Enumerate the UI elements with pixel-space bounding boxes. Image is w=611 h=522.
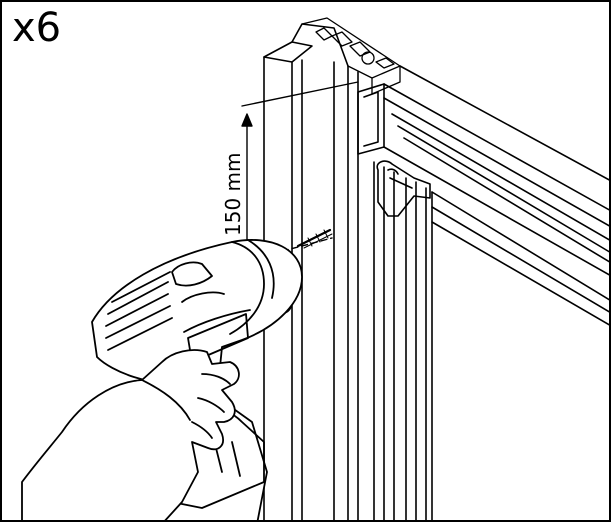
hand-icon: [21, 349, 240, 520]
drill-bit: [296, 228, 333, 249]
profile-end-cap: [301, 17, 401, 95]
glass-panel: [373, 160, 609, 520]
repeat-count-label: x6: [12, 5, 62, 51]
dimension-label: 150 mm: [221, 153, 245, 237]
top-rail: [383, 65, 609, 276]
dimension-marker: [233, 81, 359, 265]
